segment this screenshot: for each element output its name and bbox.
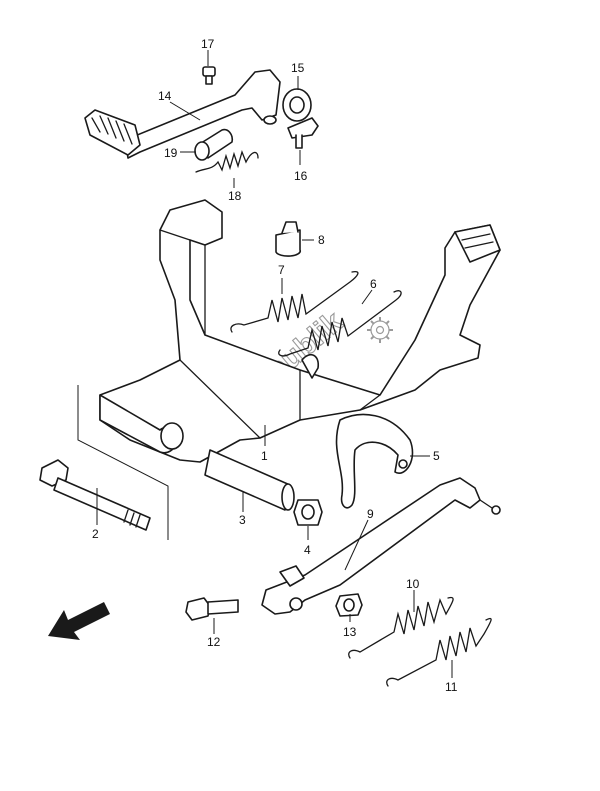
part-6-spring bbox=[278, 290, 402, 357]
part-5-bracket bbox=[335, 413, 414, 509]
part-8-cap bbox=[275, 221, 302, 257]
callout-7: 7 bbox=[278, 263, 285, 277]
callout-13: 13 bbox=[343, 625, 357, 639]
front-direction-arrow bbox=[48, 602, 110, 640]
part-12-bolt bbox=[185, 597, 239, 621]
part-10-spring bbox=[348, 596, 454, 659]
part-13-nut bbox=[335, 593, 363, 617]
callout-6: 6 bbox=[370, 277, 377, 291]
part-3-pivot-pipe bbox=[204, 449, 295, 511]
callout-4: 4 bbox=[304, 543, 311, 557]
gear-icon bbox=[367, 317, 393, 343]
part-4-nut bbox=[293, 499, 323, 526]
callouts: 17 14 15 16 19 18 8 7 6 1 5 2 3 4 9 10 1… bbox=[92, 37, 458, 694]
callout-19: 19 bbox=[164, 146, 178, 160]
group-boundary-lines bbox=[77, 385, 169, 540]
part-17-bolt bbox=[202, 66, 216, 85]
callout-2: 2 bbox=[92, 527, 99, 541]
callout-18: 18 bbox=[228, 189, 242, 203]
part-7-spring bbox=[230, 270, 359, 333]
callout-3: 3 bbox=[239, 513, 246, 527]
callout-14: 14 bbox=[158, 89, 172, 103]
callout-15: 15 bbox=[291, 61, 305, 75]
part-9-side-stand bbox=[261, 477, 501, 615]
part-16-clip bbox=[287, 117, 319, 149]
callout-17: 17 bbox=[201, 37, 215, 51]
leader-lines bbox=[96, 50, 453, 678]
callout-8: 8 bbox=[318, 233, 325, 247]
callout-12: 12 bbox=[207, 635, 221, 649]
callout-9: 9 bbox=[367, 507, 374, 521]
part-1-main-stand bbox=[99, 199, 501, 463]
callout-10: 10 bbox=[406, 577, 420, 591]
part-15-washer bbox=[282, 88, 312, 122]
part-2-bolt bbox=[39, 459, 151, 531]
callout-16: 16 bbox=[294, 169, 308, 183]
callout-11: 11 bbox=[445, 680, 458, 694]
callout-1: 1 bbox=[261, 449, 268, 463]
callout-5: 5 bbox=[433, 449, 440, 463]
part-11-spring bbox=[386, 617, 492, 687]
part-18-spring bbox=[195, 149, 259, 173]
part-14-shift-lever bbox=[84, 69, 281, 159]
part-19-sleeve bbox=[194, 128, 234, 161]
